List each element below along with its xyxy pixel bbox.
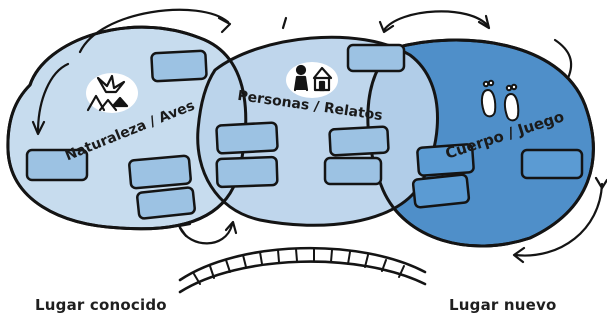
boxes-personas-relatos	[215, 43, 406, 189]
person-house-icon	[286, 62, 338, 98]
box	[25, 148, 89, 182]
arrow-left-loop	[36, 62, 70, 134]
arrow-bottom-left	[178, 223, 234, 245]
boxes-naturaleza-aves	[25, 49, 208, 220]
box	[150, 49, 208, 83]
arrow-top-right	[382, 10, 490, 32]
label-lugar-nuevo: Lugar nuevo	[449, 296, 557, 314]
box	[346, 43, 406, 73]
box	[411, 173, 471, 209]
arrow-tick-top	[281, 16, 288, 30]
box	[416, 143, 475, 177]
bird-mountains-icon	[86, 73, 138, 113]
box	[215, 155, 279, 189]
footprints-icon	[480, 79, 520, 122]
box	[128, 154, 192, 190]
label-lugar-conocido: Lugar conocido	[35, 296, 167, 314]
arrows	[31, 8, 607, 264]
box	[328, 125, 390, 157]
box	[215, 121, 279, 155]
boxes-cuerpo-juego	[411, 143, 584, 209]
arrow-bottom-right	[513, 182, 604, 257]
bridge-icon	[178, 246, 427, 294]
arrow-right-down	[553, 38, 573, 80]
arrow-top-left	[78, 8, 230, 54]
cluster-outline-naturaleza-aves	[6, 25, 248, 231]
box	[323, 156, 383, 186]
box	[136, 186, 196, 220]
box	[520, 148, 584, 180]
